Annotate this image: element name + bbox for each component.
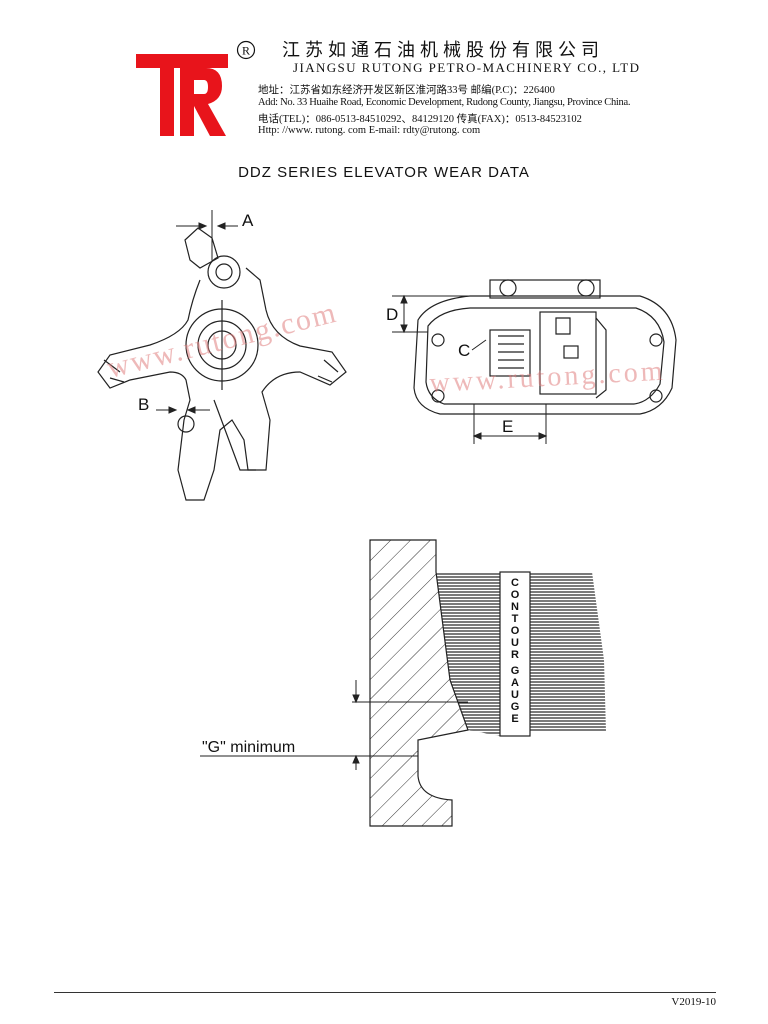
gauge-letter: C [511,577,519,589]
gauge-letter: O [511,625,520,637]
gauge-letter: G [511,701,520,713]
page-title: DDZ SERIES ELEVATOR WEAR DATA [238,164,530,181]
gauge-letter: O [511,589,520,601]
dimension-a [176,210,238,262]
registered-mark-icon: R [236,40,256,60]
contact-web: Http: //www. rutong. com E-mail: rdty@ru… [258,125,481,136]
footer-divider [54,992,716,993]
watermark-right: www.rutong.com [429,356,666,399]
contact-phone: 电话(TEL)：086-0513-84510292、84129120 传真(FA… [258,114,582,125]
gauge-letter: A [511,677,519,689]
g-minimum-label: "G" minimum [202,739,295,756]
label-a: A [242,211,254,230]
version-label: V2019-10 [671,996,716,1008]
gauge-letter: U [511,689,519,701]
company-name-en: JIANGSU RUTONG PETRO-MACHINERY CO., LTD [293,60,641,75]
gauge-letter: E [511,713,518,725]
dimension-d [392,294,470,334]
elevator-side-view [413,279,677,415]
dimension-b [156,406,210,414]
label-c: C [458,341,470,360]
label-d: D [386,305,398,324]
contour-gauge [499,571,531,737]
label-b: B [138,395,149,414]
gauge-letter: N [511,601,519,613]
address-en: Add: No. 33 Huaihe Road, Economic Develo… [258,97,631,108]
gauge-letter: T [512,613,519,625]
gauge-letter: G [511,665,520,677]
elevator-front-view [97,227,347,501]
label-e: E [502,417,513,436]
svg-text:R: R [242,44,250,58]
gauge-letter: U [511,637,519,649]
contour-gauge-text: CO NT OU RG AU GE [511,577,520,725]
company-name-cn: 江苏如通石油机械股份有限公司 [282,40,604,61]
gauge-letter: R [511,649,519,661]
wear-section-view [369,539,606,827]
dimension-g [200,680,468,770]
dimension-e [472,404,548,444]
address-cn: 地址：江苏省如东经济开发区新区淮河路33号 邮编(P.C)：226400 [258,85,555,96]
company-logo [136,54,228,136]
